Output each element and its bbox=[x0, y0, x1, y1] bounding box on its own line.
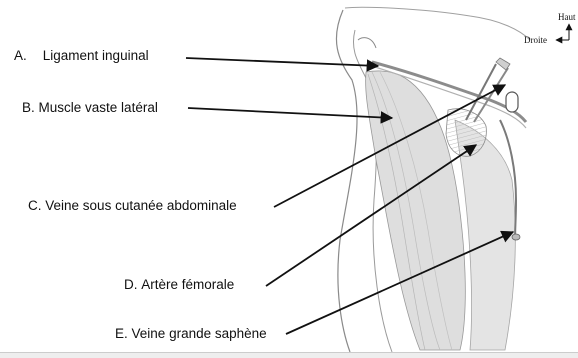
femoral-region bbox=[446, 109, 486, 157]
label-c-letter: C. bbox=[28, 198, 42, 213]
orientation-label-up: Haut bbox=[558, 12, 576, 22]
label-e-text: Veine grande saphène bbox=[132, 326, 267, 341]
label-c-text: Veine sous cutanée abdominale bbox=[45, 198, 236, 213]
label-c: C. Veine sous cutanée abdominale bbox=[28, 198, 237, 214]
label-d-letter: D. bbox=[124, 277, 138, 292]
label-d-text: Artère fémorale bbox=[141, 277, 234, 292]
label-a: A. Ligament inguinal bbox=[14, 48, 149, 64]
label-e-letter: E. bbox=[115, 326, 128, 341]
label-b-text: Muscle vaste latéral bbox=[39, 100, 158, 115]
label-b-letter: B. bbox=[22, 100, 35, 115]
orientation-label-right: Droite bbox=[524, 35, 547, 45]
bottom-divider bbox=[0, 352, 578, 358]
node-oval bbox=[506, 92, 518, 112]
label-e: E. Veine grande saphène bbox=[115, 326, 267, 342]
label-a-letter: A. bbox=[14, 48, 27, 63]
arrow-a bbox=[186, 58, 378, 66]
thigh-outline bbox=[336, 10, 357, 352]
label-b: B. Muscle vaste latéral bbox=[22, 100, 158, 116]
label-d: D. Artère fémorale bbox=[124, 277, 234, 293]
label-a-text: Ligament inguinal bbox=[43, 48, 149, 63]
arrow-b bbox=[188, 108, 392, 118]
